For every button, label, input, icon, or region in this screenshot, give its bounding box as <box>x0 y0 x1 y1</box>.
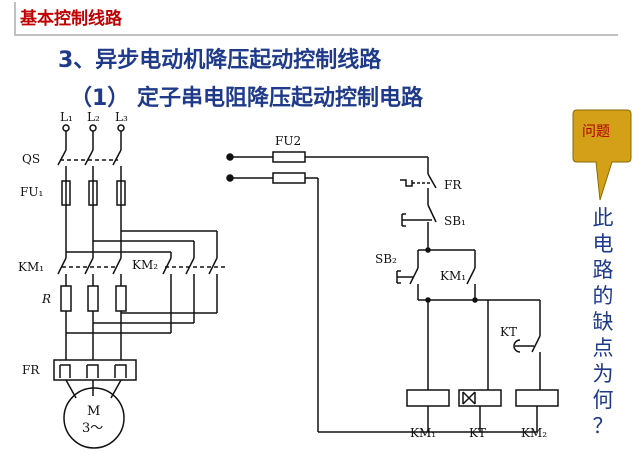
qs-blade-2 <box>84 149 94 166</box>
km2-main-contact-2 <box>185 257 195 275</box>
resistor-r3 <box>115 285 127 312</box>
sb1-stop-button <box>427 204 437 223</box>
fr-nc-contact <box>427 173 437 189</box>
km1-aux-contact <box>466 267 476 285</box>
fu2-fuse-2 <box>272 172 306 184</box>
question-char: 路 <box>592 258 614 282</box>
terminal-l2 <box>89 124 97 132</box>
label-fu2: FU2 <box>275 134 301 148</box>
coil-kt <box>458 389 502 407</box>
control-terminal-top <box>226 153 234 161</box>
label-coil-km1: KM₁ <box>410 426 436 440</box>
label-km2-main: KM₂ <box>132 258 158 272</box>
fr-thermal-block <box>53 359 137 381</box>
header-title: 基本控制线路 <box>20 9 122 29</box>
resistor-r2 <box>87 285 99 312</box>
label-km1-main: KM₁ <box>18 260 44 274</box>
label-kt-contact: KT <box>500 325 517 339</box>
label-coil-km2: KM₂ <box>521 426 547 440</box>
km1-main-contact-3 <box>112 257 122 275</box>
coil-km2 <box>515 389 559 407</box>
label-coil-kt: KT <box>469 426 486 440</box>
fr-heater-1 <box>59 364 71 378</box>
resistor-r1 <box>60 285 72 312</box>
control-terminal-bottom <box>226 174 234 182</box>
label-r: R <box>41 292 51 306</box>
label-qs: QS <box>22 152 40 166</box>
header-rule <box>14 2 618 36</box>
fr-heater-2 <box>86 364 99 378</box>
qs-blade-1 <box>57 149 67 166</box>
question-char: 何 <box>592 388 614 412</box>
km1-main-contact-2 <box>84 257 94 275</box>
label-sb1: SB₁ <box>444 214 466 228</box>
label-l1: L₁ <box>60 110 73 124</box>
question-char: 点 <box>592 336 614 360</box>
fr-heater-3 <box>114 364 127 378</box>
fu2-fuse-1 <box>272 151 306 163</box>
label-sb2: SB₂ <box>375 252 397 266</box>
question-char: 电 <box>592 232 614 256</box>
km1-main-contact-1 <box>57 257 67 275</box>
question-text: 此 电 路 的 缺 点 为 何 ？ <box>592 205 614 439</box>
question-callout <box>572 109 632 201</box>
label-l2: L₂ <box>87 110 100 124</box>
kt-timed-contact <box>531 335 541 353</box>
label-motor-m: M <box>87 404 100 419</box>
question-char: 为 <box>592 362 614 386</box>
terminal-l1 <box>62 124 70 132</box>
km2-main-contact-1 <box>162 257 172 275</box>
question-char: 此 <box>592 206 614 230</box>
header: 基本控制线路 <box>0 0 640 36</box>
label-l3: L₃ <box>115 110 128 124</box>
label-fr-ctrl: FR <box>444 178 462 192</box>
terminal-l3 <box>117 124 125 132</box>
label-fu1: FU₁ <box>20 185 43 199</box>
question-char: 的 <box>592 284 614 308</box>
label-fr-main: FR <box>22 363 40 377</box>
qs-blade-3 <box>112 149 122 166</box>
coil-km1 <box>406 389 450 407</box>
question-char: ？ <box>592 414 614 438</box>
km2-main-contact-3 <box>208 257 218 275</box>
motor-symbol <box>63 387 125 449</box>
section-title: 3、异步电动机降压起动控制线路 <box>58 48 382 73</box>
question-char: 缺 <box>592 310 614 334</box>
section-subtitle: （1） 定子串电阻降压起动控制电路 <box>70 86 423 111</box>
label-km1-aux: KM₁ <box>440 269 466 283</box>
callout-label: 问题 <box>582 124 610 140</box>
sb2-start-button <box>409 267 419 285</box>
label-motor-phase: 3～ <box>82 421 103 436</box>
